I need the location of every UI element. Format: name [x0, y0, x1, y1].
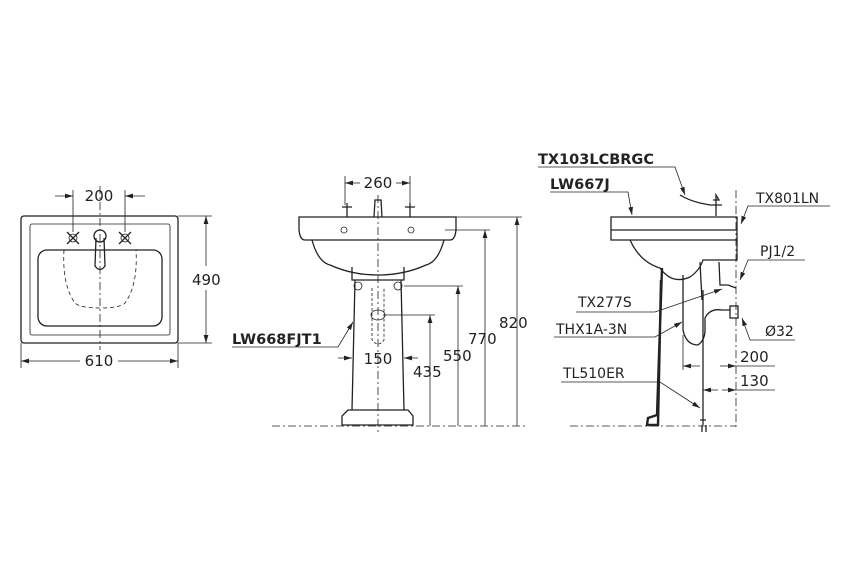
faucet-icon	[679, 192, 722, 216]
basin-outline	[20, 215, 179, 344]
bowl-hidden-line	[63, 249, 137, 309]
height-770-dim: 770	[468, 330, 497, 348]
front-view: 260 820 770 550 435 150 LW668FJT1	[232, 174, 528, 432]
height-435-dim: 435	[413, 363, 442, 381]
tap-handle-icon	[66, 231, 80, 245]
stop-valve-label: TX277S	[577, 295, 632, 311]
height-820-dim: 820	[499, 314, 528, 332]
front-tap-spacing-dim: 260	[364, 174, 393, 192]
tap-handle-icon	[342, 203, 415, 217]
supply-label: PJ1/2	[760, 244, 795, 260]
drain-diameter-label: Ø32	[765, 324, 794, 340]
tap-spacing-dim: 200	[85, 187, 114, 205]
front-basin-rim	[298, 216, 457, 241]
spout-icon	[93, 229, 107, 271]
hidden-trap	[371, 288, 385, 345]
width-dim: 610	[85, 352, 114, 370]
dim-130: 130	[740, 372, 769, 390]
basin-model-label: LW667J	[550, 177, 610, 193]
pedestal-base	[341, 409, 414, 426]
side-basin-rim	[610, 216, 738, 241]
height-550-dim: 550	[443, 347, 472, 365]
side-view: TX103LCBRGC LW667J TX801LN PJ1/2 TX277S …	[538, 152, 830, 432]
faucet-model-label: TX103LCBRGC	[538, 152, 654, 168]
top-view: 200 490 610	[20, 186, 221, 370]
overflow-model-label: TX801LN	[755, 191, 819, 207]
pedestal-column	[351, 279, 405, 411]
trap-model-label: THX1A-3N	[555, 322, 627, 338]
tap-handle-icon	[118, 231, 132, 245]
depth-dim: 490	[192, 271, 221, 289]
spout-icon	[373, 199, 383, 218]
pedestal-model-label: LW668FJT1	[232, 332, 322, 348]
dim-200: 200	[740, 348, 769, 366]
pedestal-width-dim: 150	[364, 350, 393, 368]
anchor-model-label: TL510ER	[562, 366, 625, 382]
